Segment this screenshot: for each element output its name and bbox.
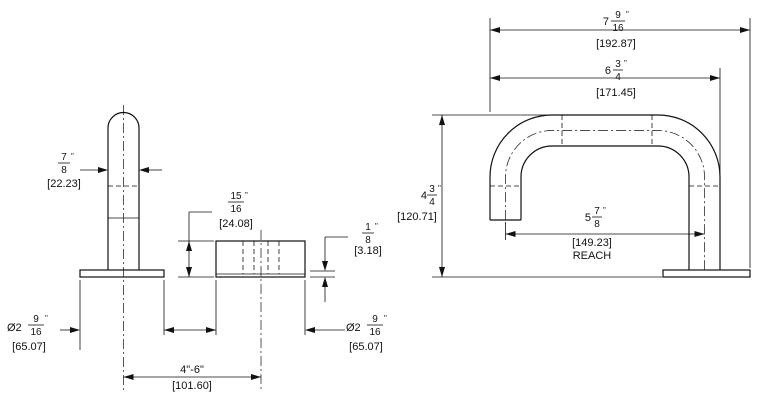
spout-front-view — [79, 105, 165, 392]
reach-whole: 5 — [585, 212, 591, 224]
dim-spread: 4"-6" [101.60] — [123, 364, 261, 392]
spread-text: 4"-6" — [180, 364, 204, 376]
pad-thick-unit: " — [375, 222, 378, 231]
flange-right-unit: " — [384, 314, 387, 323]
flange-left-num: 9 — [33, 314, 39, 325]
dim-reach: 5 7 8 " [149.23] REACH — [505, 206, 705, 262]
pad-thick-num: 1 — [365, 222, 371, 233]
flange-left-mm: [65.07] — [12, 341, 46, 353]
flange-right-prefix: Ø2 — [346, 322, 361, 334]
overall-whole: 7 — [603, 16, 609, 28]
tube-dia-mm: [22.23] — [47, 178, 81, 190]
pad-thick-den: 8 — [365, 235, 371, 246]
dim-pad-thickness: 1 8 " [3.18] — [310, 222, 382, 302]
pad-thick-mm: [3.18] — [354, 245, 382, 257]
flange-right-num: 9 — [372, 314, 378, 325]
dim-center-length: 6 3 4 " [171.45] — [490, 59, 721, 175]
reach-den: 8 — [594, 219, 600, 230]
tube-dia-den: 8 — [61, 165, 67, 176]
height-num: 3 — [429, 184, 435, 195]
spout-side-view — [489, 114, 751, 278]
flange-left-unit: " — [45, 314, 48, 323]
center-den: 4 — [615, 72, 621, 83]
dim-flange-right: Ø2 9 16 " [65.07] — [305, 314, 387, 353]
reach-unit: " — [603, 206, 606, 215]
spread-mm: [101.60] — [172, 380, 212, 392]
flange-right-den: 16 — [369, 327, 381, 338]
center-whole: 6 — [605, 65, 611, 77]
dim-overall-length: 7 9 16 " [192.87] — [489, 10, 751, 268]
base-height-mm: [24.08] — [219, 218, 253, 230]
dim-flange-left: Ø2 9 16 " [65.07] — [7, 280, 306, 353]
reach-num: 7 — [594, 206, 600, 217]
height-den: 4 — [429, 197, 435, 208]
dim-base-height: 15 16 " [24.08] — [178, 191, 253, 278]
tube-dia-unit: " — [71, 152, 74, 161]
overall-mm: [192.87] — [596, 38, 636, 50]
overall-unit: " — [626, 10, 629, 19]
reach-label: REACH — [573, 250, 612, 262]
flange-right-mm: [65.07] — [349, 341, 383, 353]
height-whole: 4 — [421, 190, 427, 202]
height-unit: " — [438, 184, 441, 193]
tube-dia-num: 7 — [61, 152, 67, 163]
flange-left-prefix: Ø2 — [7, 322, 22, 334]
dim-overall-height: 4 3 4 " [120.71] — [397, 114, 662, 278]
center-mm: [171.45] — [596, 87, 636, 99]
base-height-num: 15 — [230, 191, 242, 202]
dim-tube-diameter: 7 8 " [22.23] — [47, 152, 162, 190]
base-height-den: 16 — [230, 204, 242, 215]
reach-mm: [149.23] — [572, 237, 612, 249]
base-height-unit: " — [245, 191, 248, 200]
overall-num: 9 — [615, 10, 621, 21]
center-unit: " — [624, 59, 627, 68]
center-num: 3 — [615, 59, 621, 70]
flange-left-den: 16 — [30, 327, 42, 338]
handle-base-view — [215, 230, 306, 392]
height-mm: [120.71] — [397, 211, 437, 223]
overall-den: 16 — [612, 23, 624, 34]
